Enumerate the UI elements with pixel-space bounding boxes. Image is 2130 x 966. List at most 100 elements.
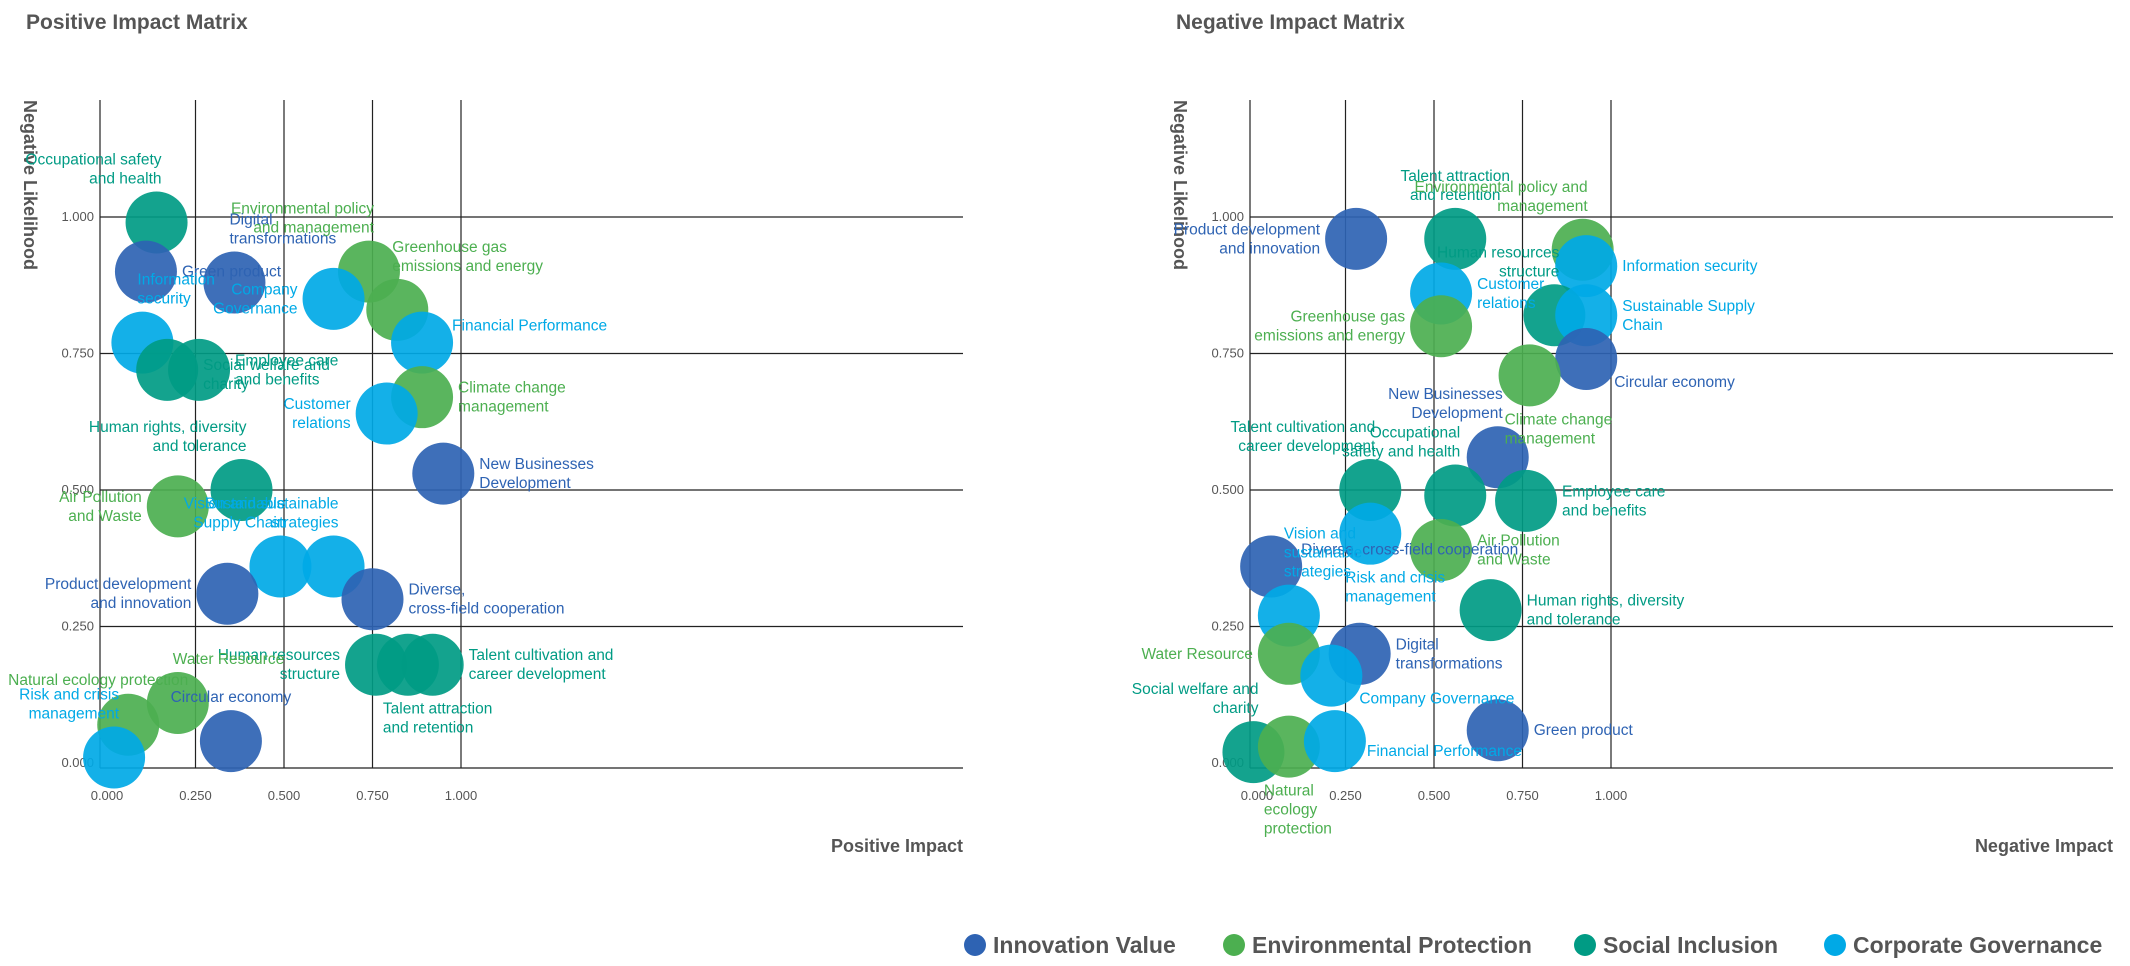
bubble-financial-performance[interactable] <box>1303 710 1366 773</box>
bubble-talent-cultivation-and-career-development[interactable] <box>1339 459 1402 521</box>
y-axis-label: Negative Likelihood <box>20 100 40 270</box>
legend-item-environmental-protection[interactable]: Environmental Protection <box>1223 932 1532 958</box>
x-tick-label: 0.750 <box>1506 788 1539 803</box>
y-tick-label: 1.000 <box>1211 209 1244 224</box>
y-tick-label: 0.250 <box>1211 619 1244 634</box>
bubble-company-governance[interactable] <box>302 267 365 330</box>
bubble-product-development-and-innovation[interactable] <box>196 562 259 625</box>
bubble-green-product[interactable] <box>114 240 177 303</box>
bubble-digital-transformations[interactable] <box>203 251 266 314</box>
bubble-talent-cultivation-and-career-development[interactable] <box>401 633 464 696</box>
legend-label: Social Inclusion <box>1603 932 1778 958</box>
legend: Innovation Value Environmental Protection… <box>964 932 2102 958</box>
bubble-product-development-and-innovation[interactable] <box>1325 207 1388 270</box>
x-tick-label: 0.000 <box>1241 788 1274 803</box>
bubble-employee-care-and-benefits[interactable] <box>1495 469 1558 532</box>
chart-title: Positive Impact Matrix <box>26 11 248 34</box>
bubble-label: Green product <box>182 264 282 281</box>
bubble-greenhouse-gas-emissions-and-energy[interactable] <box>1410 295 1473 358</box>
x-tick-label: 1.000 <box>445 788 478 803</box>
bubble-customer-relations[interactable] <box>355 382 418 445</box>
x-tick-label: 0.500 <box>268 788 301 803</box>
bubbles <box>83 191 475 789</box>
x-tick-label: 0.250 <box>1329 788 1362 803</box>
y-tick-label: 0.500 <box>61 482 94 497</box>
y-tick-label: 0.750 <box>61 346 94 361</box>
bubble-green-product[interactable] <box>1466 699 1529 762</box>
bubble-label: Diverse,cross-field cooperation <box>409 582 565 618</box>
legend-marker <box>964 934 986 956</box>
bubble-label: Water Resource <box>173 651 284 668</box>
bubble-sustainable-supply-chain[interactable] <box>1555 284 1618 347</box>
bubble-financial-performance[interactable] <box>391 311 454 374</box>
bubble-label: Water Resource <box>1141 646 1252 663</box>
legend-marker <box>1824 934 1846 956</box>
y-tick-label: 0.500 <box>1211 482 1244 497</box>
bubble-label: Company Governance <box>1359 691 1514 708</box>
bubble-circular-economy[interactable] <box>1555 327 1618 390</box>
bubble-label: Natural ecology protection <box>8 672 188 689</box>
bubble-sustainable-supply-chain[interactable] <box>249 535 312 598</box>
bubble-diverse-cross-field-cooperation[interactable] <box>341 568 404 631</box>
legend-item-corporate-governance[interactable]: Corporate Governance <box>1824 932 2102 958</box>
y-axis-label: Negative Likelihood <box>1170 100 1190 270</box>
bubble-air-pollution-and-waste[interactable] <box>1410 519 1473 582</box>
bubble-occupational-safety-and-health[interactable] <box>125 191 188 254</box>
legend-label: Corporate Governance <box>1853 932 2102 958</box>
bubble-talent-attraction-and-retention[interactable] <box>1424 207 1487 270</box>
bubble-diverse-cross-field-cooperation[interactable] <box>1240 535 1303 598</box>
legend-marker <box>1574 934 1596 956</box>
x-tick-label: 0.750 <box>356 788 389 803</box>
bubble-company-governance[interactable] <box>1300 644 1363 707</box>
bubble-circular-economy[interactable] <box>199 710 262 773</box>
bubble-label: Diverse, cross-field cooperation <box>1301 541 1518 558</box>
x-tick-label: 0.250 <box>179 788 212 803</box>
legend-label: Innovation Value <box>993 932 1176 958</box>
bubble-employee-care-and-benefits[interactable] <box>168 338 231 401</box>
bubble-risk-and-crisis-management[interactable] <box>1339 502 1402 565</box>
bubble-label: Circular economy <box>171 689 292 706</box>
legend-item-social-inclusion[interactable]: Social Inclusion <box>1574 932 1778 958</box>
bubble-risk-and-crisis-management[interactable] <box>83 726 146 789</box>
bubble-human-rights-diversity-and-tolerance[interactable] <box>1459 579 1522 642</box>
x-tick-label: 0.000 <box>91 788 124 803</box>
bubble-label: Information security <box>1622 258 1757 275</box>
y-tick-label: 1.000 <box>61 209 94 224</box>
bubble-human-rights-diversity-and-tolerance[interactable] <box>210 459 273 521</box>
bubble-label: Green product <box>1534 722 1634 739</box>
bubble-climate-change-management[interactable] <box>1498 344 1561 407</box>
legend-item-innovation-value[interactable]: Innovation Value <box>964 932 1176 958</box>
bubble-natural-ecology-protection[interactable] <box>1257 715 1320 778</box>
bubble-air-pollution-and-waste[interactable] <box>146 475 209 538</box>
bubble-information-security[interactable] <box>1555 235 1618 298</box>
bubble-water-resource[interactable] <box>146 671 209 734</box>
bubble-occupational-safety-and-health[interactable] <box>1424 464 1487 527</box>
chart-positive-impact-matrix: Positive Impact Matrix 0.000 0.250 0.500 0.7… <box>8 11 963 856</box>
bubble-new-businesses-development[interactable] <box>412 442 475 505</box>
